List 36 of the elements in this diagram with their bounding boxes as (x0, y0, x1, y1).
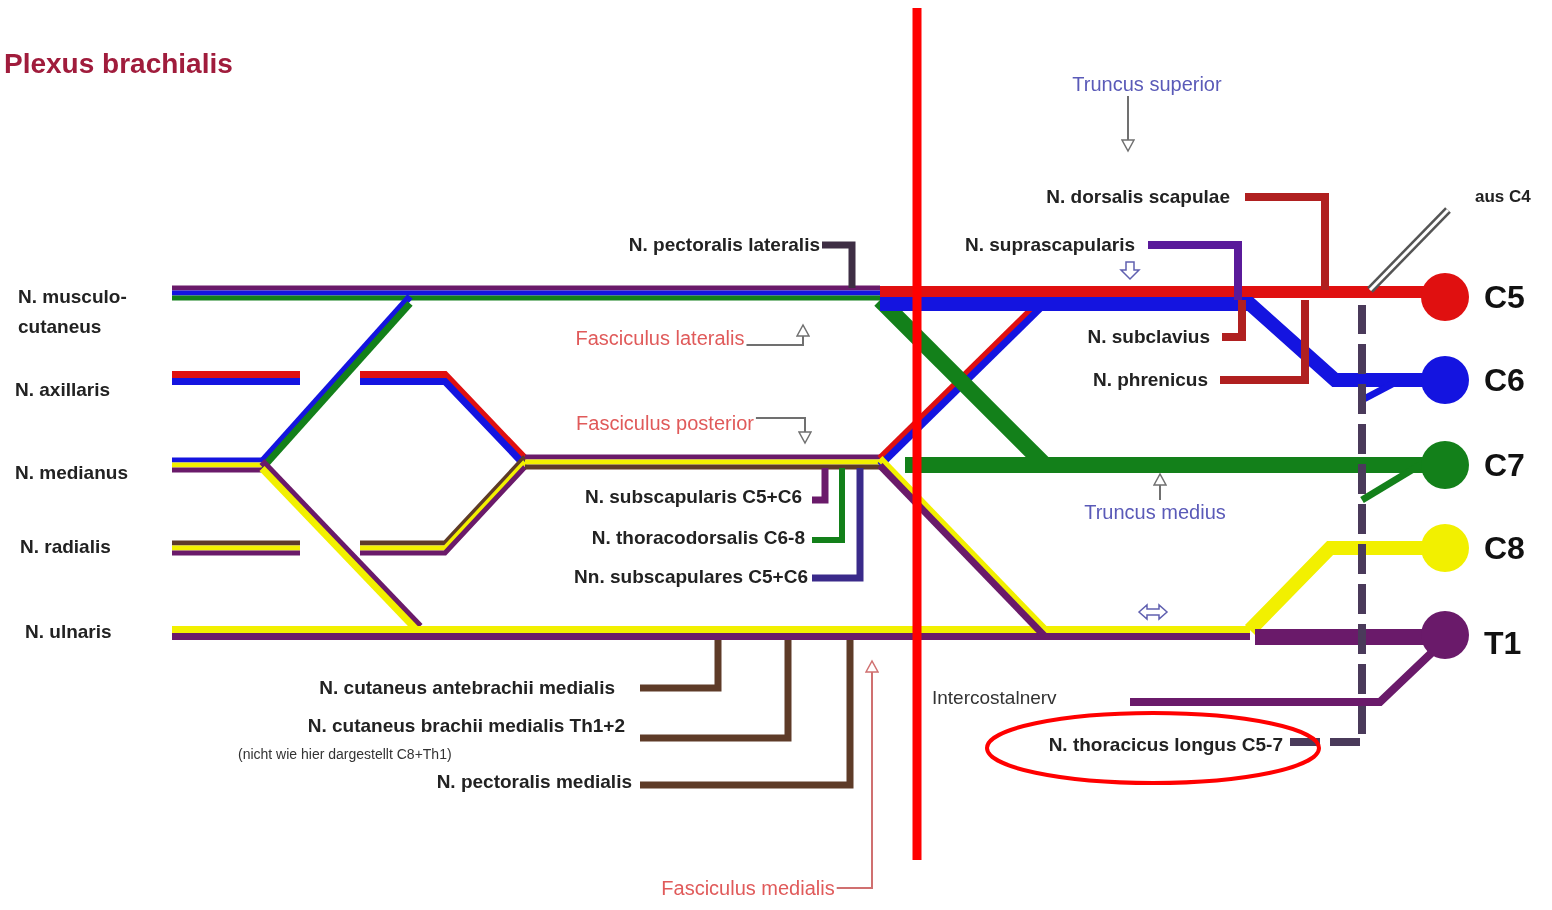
pointer-arrow (835, 660, 879, 889)
structure-label: Fasciculus medialis (661, 877, 835, 899)
nerve-label: N. thoracodorsalis C6-8 (591, 527, 805, 549)
structure-label: Fasciculus posterior (576, 412, 754, 434)
pointer-arrow (745, 324, 810, 346)
nerve-label: N. pectoralis medialis (436, 771, 632, 793)
nerve-label: N. cutaneus antebrachii medialis (319, 677, 615, 699)
nerve-label: Nn. subscapulares C5+C6 (574, 566, 808, 588)
structure-label: Truncus superior (1072, 73, 1222, 95)
root-label: C8 (1484, 532, 1525, 564)
nerve-label: N. cutaneus brachii medialis Th1+2 (307, 715, 625, 737)
nerve-label: N. radialis (20, 536, 111, 558)
nerve-label: N. dorsalis scapulae (1046, 186, 1230, 208)
nerve-label: N. musculo- cutaneus (18, 285, 128, 339)
nerve-label: N. axillaris (15, 379, 111, 401)
note-text: (nicht wie hier dargestellt C8+Th1) (238, 745, 452, 764)
diagram-title: Plexus brachialis (4, 53, 233, 75)
nerve-label: N. subscapularis C5+C6 (585, 486, 802, 508)
nerve-label: N. ulnaris (25, 621, 112, 643)
nerve-label: Intercostalnerv (932, 687, 1057, 709)
structure-label: Fasciculus lateralis (575, 327, 745, 349)
root-label: C7 (1484, 449, 1525, 481)
nerve-label: aus C4 (1475, 186, 1531, 208)
pointer-arrow (754, 417, 812, 444)
nerve-label: N. pectoralis lateralis (628, 234, 820, 256)
nerve-label: N. phrenicus (1092, 369, 1208, 391)
root-label: T1 (1484, 627, 1522, 659)
pointer-arrow (1121, 95, 1135, 152)
nerve-label: N. medianus (15, 462, 128, 484)
nerve-label: N. subclavius (1087, 326, 1210, 348)
nerve-label: N. thoracicus longus C5-7 (1048, 734, 1283, 756)
root-label: C5 (1484, 281, 1525, 313)
root-label: C6 (1484, 364, 1525, 396)
nerve-label: N. suprascapularis (964, 234, 1135, 256)
pointer-arrow (1153, 473, 1167, 501)
structure-label: Truncus medius (1084, 501, 1226, 523)
